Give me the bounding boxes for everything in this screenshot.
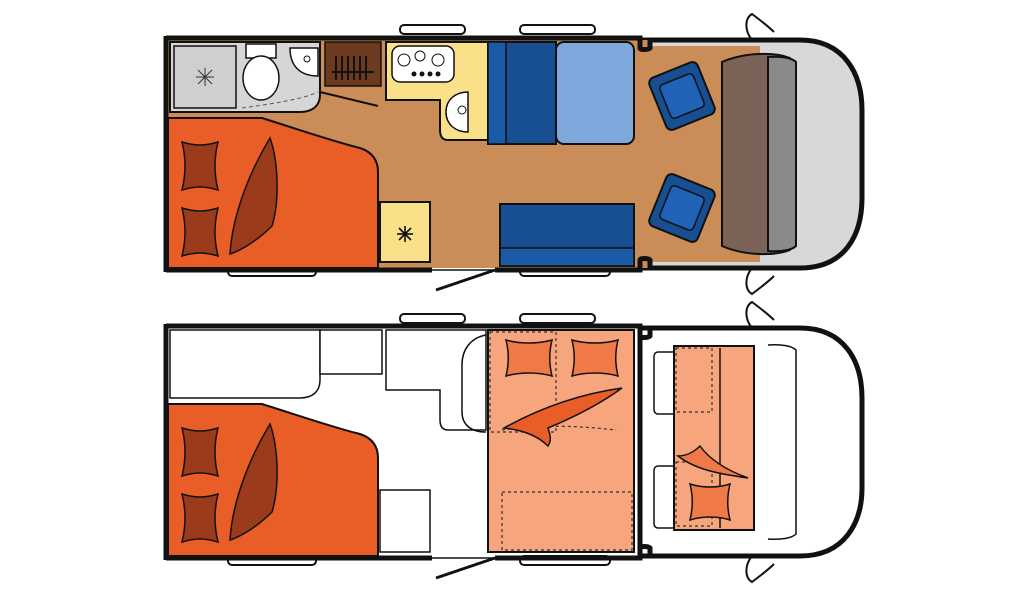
hob-icon	[391, 45, 455, 83]
pillow-icon	[570, 338, 620, 378]
mirror	[745, 300, 775, 329]
pillow-icon	[180, 426, 220, 478]
entry-door	[432, 556, 496, 580]
side-bench-backrest	[499, 247, 635, 267]
sink-icon	[289, 47, 319, 77]
bench-backrest	[487, 41, 507, 145]
pillow-icon	[180, 492, 220, 544]
windscreen	[767, 55, 797, 253]
pillow-icon	[688, 482, 732, 522]
blanket-icon	[229, 136, 278, 256]
wardrobe-outline	[319, 329, 383, 375]
pillow-icon	[180, 140, 220, 192]
window-bar	[399, 313, 466, 324]
mirror	[745, 267, 775, 296]
window-bar	[519, 313, 596, 324]
blanket-icon	[229, 422, 278, 542]
mirror	[745, 12, 775, 41]
mirror	[745, 555, 775, 584]
washroom-outline	[169, 329, 321, 399]
sink-icon	[445, 91, 469, 133]
outer-wall	[166, 323, 653, 340]
cab-seat-driver	[648, 173, 716, 243]
night-layout	[163, 300, 865, 584]
fridge-outline	[379, 489, 431, 553]
pillow-icon	[504, 338, 554, 378]
dinette-table	[555, 41, 635, 145]
shower-icon	[196, 68, 214, 86]
kitchen-outline	[385, 329, 487, 431]
pillow-icon	[180, 206, 220, 258]
toilet-icon	[242, 55, 280, 101]
window-bar	[399, 24, 466, 35]
cab-seat-passenger	[648, 61, 716, 131]
window-bar	[519, 24, 596, 35]
fridge-snowflake-icon	[397, 226, 413, 242]
day-layout	[163, 12, 865, 296]
hanger-icon	[332, 56, 374, 80]
outer-wall	[166, 35, 653, 52]
blanket-icon	[501, 387, 623, 448]
blanket-icon	[675, 444, 749, 479]
entry-door	[432, 268, 496, 292]
